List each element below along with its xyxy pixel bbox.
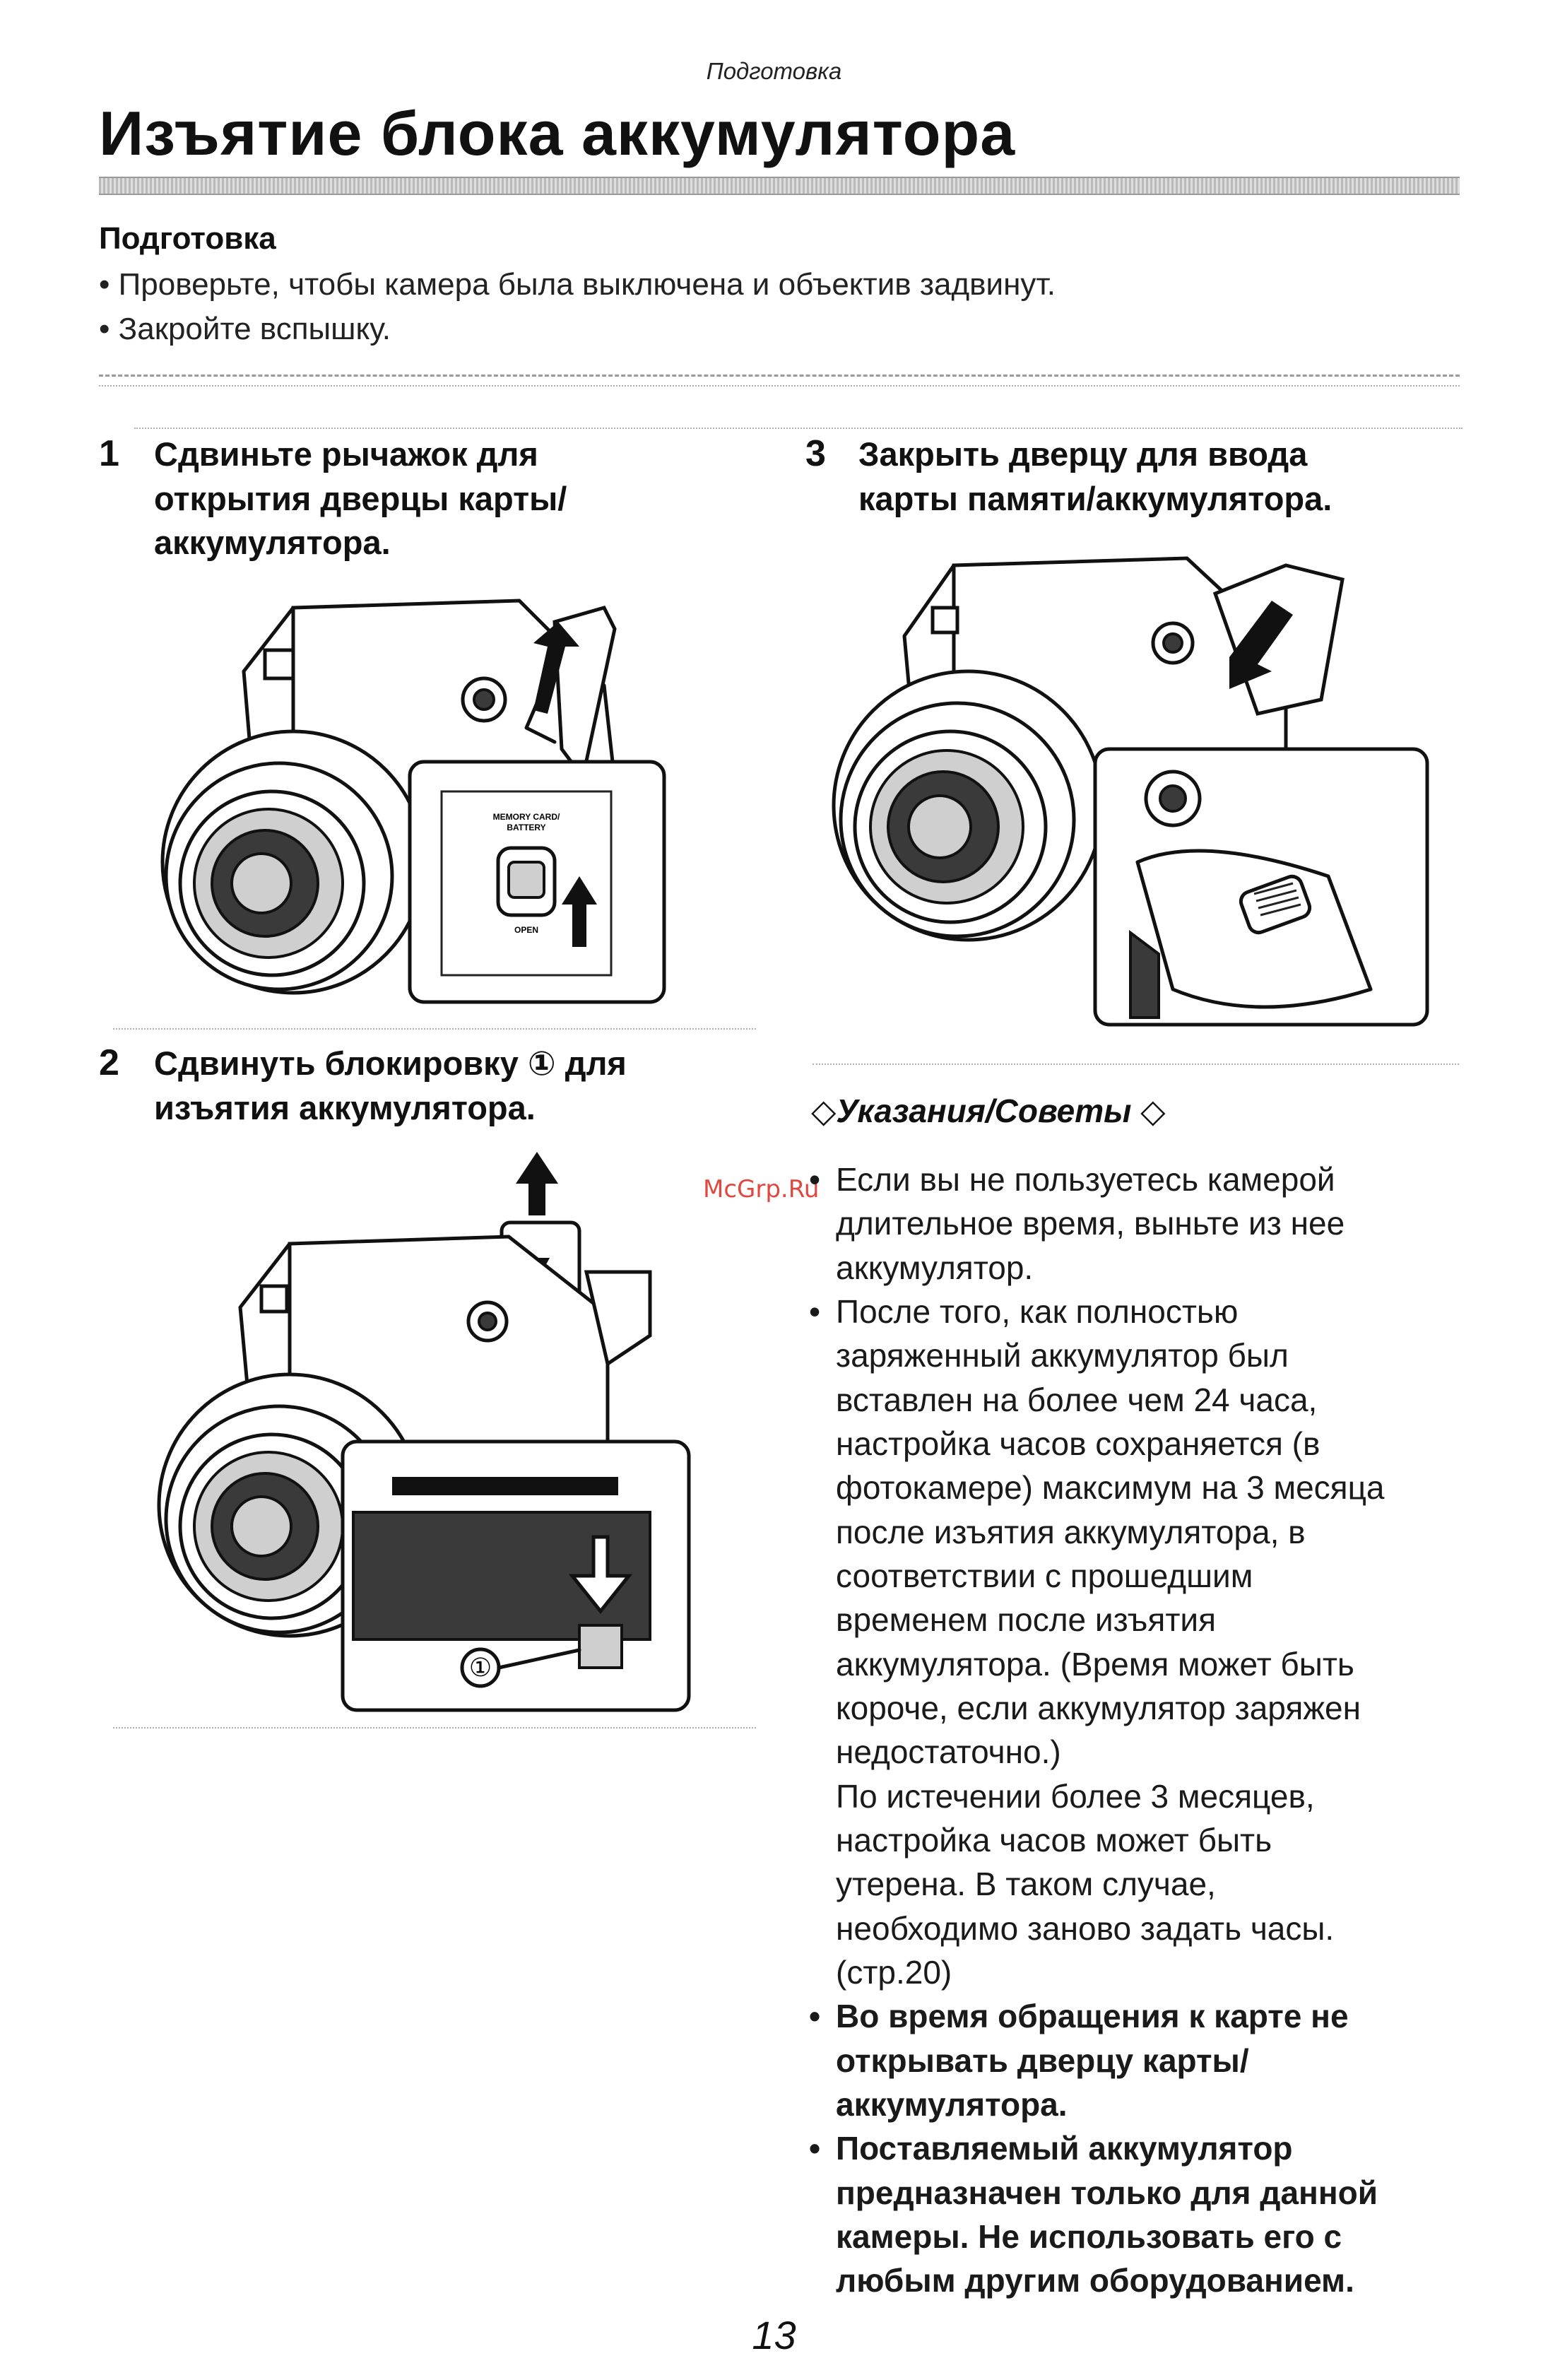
preparation-item: • Проверьте, чтобы камера была выключена… [99,267,1056,302]
step-text: Сдвинуть блокировку ① для изъятия аккуму… [154,1044,627,1126]
section-divider [134,428,1463,429]
figure-remove-battery: ① [157,1152,691,1712]
step-text: Закрыть дверцу для ввода карты памяти/ак… [858,435,1333,517]
figure-close-door [832,556,1429,1027]
page-number: 13 [752,2313,796,2357]
tips-heading: ◇Указания/Советы ◇ [811,1092,1166,1129]
step-number: 2 [99,1042,119,1083]
step-text: Сдвиньте рычажок для открытия дверцы кар… [154,435,567,561]
preparation-item: • Закройте вспышку. [99,312,391,346]
tip-item: • Поставляемый аккумулятор предназначен … [809,2130,1378,2299]
tip-item: • После того, как полностью заряженный а… [809,1292,1385,1991]
page-title: Изъятие блока аккумулятора [99,98,1016,168]
open-label: OPEN [514,925,538,935]
tips-list: • Если вы не пользуетесь камерой длитель… [809,1157,1472,2303]
section-divider [813,1064,1459,1065]
door-label: BATTERY [507,823,545,832]
section-divider [113,1028,756,1030]
callout-1: ① [469,1654,492,1683]
preparation-heading: Подготовка [99,221,276,256]
section-divider [113,1727,756,1728]
step-number: 1 [99,433,119,474]
running-head: Подготовка [706,58,842,84]
section-divider [99,375,1460,377]
tip-item: • Во время обращения к карте не открыват… [809,1998,1349,2123]
door-label: MEMORY CARD/ [493,812,560,822]
section-divider [99,385,1460,387]
figure-open-door: MEMORY CARD/ BATTERY OPEN [160,599,666,1004]
tip-item: • Если вы не пользуетесь камерой длитель… [809,1161,1345,1286]
title-rule [99,177,1460,195]
step-number: 3 [805,433,826,474]
watermark: McGrp.Ru [703,1175,820,1203]
